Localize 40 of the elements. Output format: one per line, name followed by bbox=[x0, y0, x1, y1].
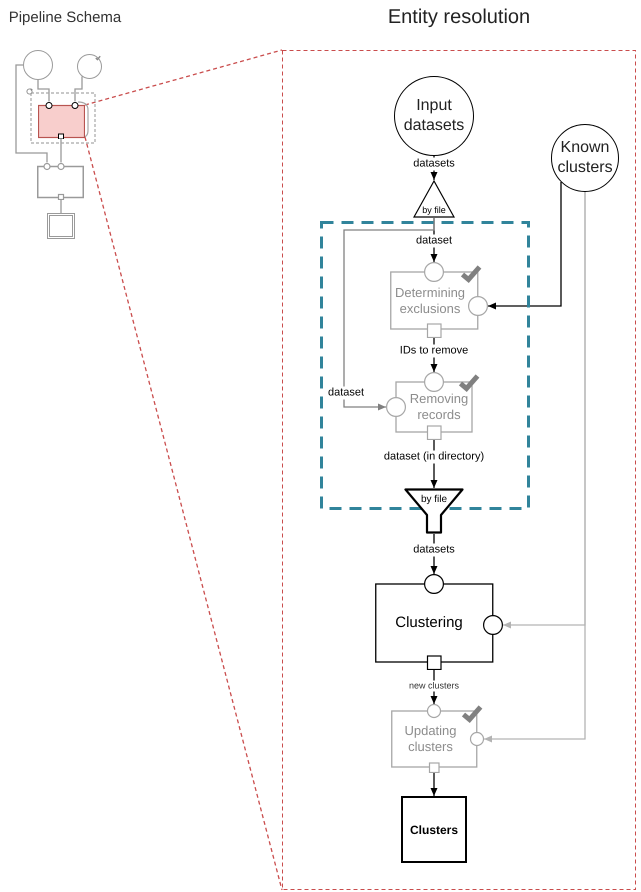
merge-funnel bbox=[404, 488, 464, 534]
process-step bbox=[390, 262, 488, 338]
connector-line bbox=[60, 200, 62, 213]
node-label: Clusters bbox=[410, 822, 458, 838]
edge-label: new clusters bbox=[408, 680, 460, 692]
connector-line bbox=[84, 49, 282, 106]
schema-title: Pipeline Schema bbox=[8, 8, 122, 28]
node-label: Input datasets bbox=[402, 96, 466, 136]
step-label: Updating clusters bbox=[403, 723, 458, 755]
step-label: Clustering bbox=[395, 613, 463, 633]
arrow bbox=[343, 218, 435, 410]
edge-label: datasets bbox=[412, 544, 456, 556]
edge-label: datasets bbox=[412, 158, 456, 170]
node-label: Known clusters bbox=[556, 138, 614, 178]
arrow bbox=[488, 182, 562, 310]
dashed-group-frame bbox=[26, 88, 96, 144]
output-box bbox=[401, 796, 467, 863]
edge-label: dataset bbox=[414, 234, 454, 248]
connector-line bbox=[84, 136, 283, 890]
merge-label: by file bbox=[420, 494, 448, 506]
edge-label: IDs to remove bbox=[398, 344, 470, 358]
connector-line bbox=[60, 139, 62, 162]
output-box bbox=[47, 213, 75, 239]
split-triangle bbox=[413, 180, 455, 218]
edge-label: dataset (in directory) bbox=[382, 450, 486, 464]
connector-line bbox=[15, 64, 48, 162]
highlighted-step bbox=[38, 102, 85, 139]
arrow bbox=[430, 773, 438, 796]
panel-title: Entity resolution bbox=[386, 5, 532, 30]
step-label: Determining exclusions bbox=[394, 284, 466, 316]
connector-line bbox=[37, 80, 50, 102]
step-label: Removing records bbox=[408, 391, 470, 423]
split-label: by file bbox=[421, 205, 447, 215]
process-step bbox=[37, 162, 84, 200]
arrow bbox=[484, 192, 586, 742]
process-step bbox=[375, 574, 503, 670]
connector-line bbox=[74, 76, 83, 102]
process-step bbox=[391, 704, 484, 773]
edge-label: dataset bbox=[326, 386, 366, 400]
process-step bbox=[386, 372, 480, 440]
